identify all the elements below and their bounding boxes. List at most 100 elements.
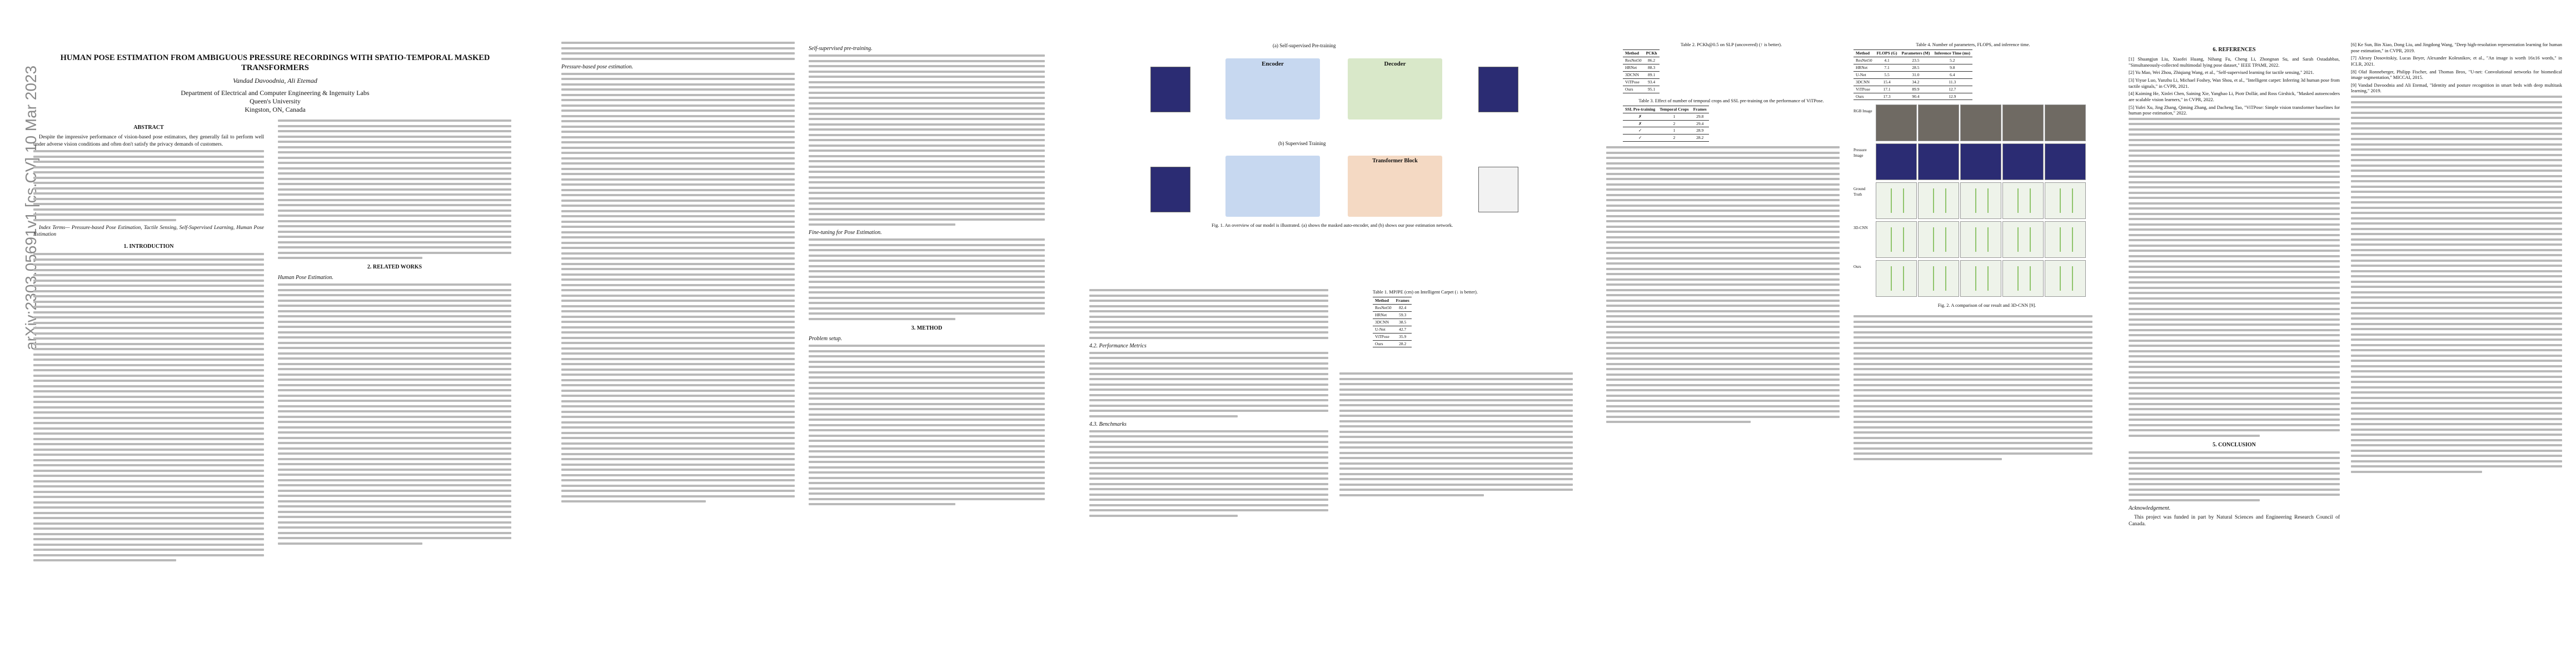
authors: Vandad Davoodnia, Ali Etemad xyxy=(233,77,317,84)
fig2-thumbnail xyxy=(1960,104,2001,142)
pbhpe-subheading: Pressure-based pose estimation. xyxy=(561,63,633,70)
pressure-input-image xyxy=(1150,67,1190,112)
table-cell: 28.9 xyxy=(1691,127,1709,135)
fig2-thumbnail xyxy=(1876,143,1917,181)
page3-left: 4.2. Performance Metrics 4.3. Benchmarks xyxy=(1089,289,1328,520)
table-cell: 42.7 xyxy=(1393,325,1412,334)
table-cell: Ours xyxy=(1373,340,1394,348)
reference-item: [6] Ke Sun, Bin Xiao, Dong Liu, and Jing… xyxy=(2351,42,2562,53)
page-1: HUMAN POSE ESTIMATION FROM AMBIGUOUS PRE… xyxy=(33,0,517,667)
perf-body xyxy=(1089,351,1328,417)
fig2-thumbnail xyxy=(2045,221,2086,258)
table3-caption: Table 3. Effect of number of temporal cr… xyxy=(1638,97,1824,103)
table-cell: Ours xyxy=(1623,85,1644,93)
table-3: Table 3. Effect of number of temporal cr… xyxy=(1623,98,1840,142)
column-right: 2. RELATED WORKS Human Pose Estimation. xyxy=(278,120,511,548)
skeleton-icon xyxy=(1933,266,1946,291)
references-more xyxy=(2129,117,2340,437)
table-cell: 5.2 xyxy=(1932,57,1973,64)
table1-head: Frames xyxy=(1393,297,1412,305)
page-5: 6. REFERENCES [1] Shuangjun Liu, Xiaofei… xyxy=(2129,0,2568,667)
table-cell: ResNet50 xyxy=(1373,304,1394,312)
fig1-label-a: (a) Self-supervised Pre-training xyxy=(1273,43,1336,48)
fig2-thumbnail xyxy=(1918,104,1959,142)
table-cell: HRNet xyxy=(1853,64,1875,72)
table-cell: ✗ xyxy=(1623,112,1658,121)
table3-head: SSL Pre-training xyxy=(1623,105,1658,113)
table-2: Table 2. PCKh@0.5 on SLP (uncovered) (↑ … xyxy=(1623,42,1840,93)
fig2-thumbnail xyxy=(1960,221,2001,258)
skeleton-icon xyxy=(2017,227,2031,252)
fig2-thumbnail xyxy=(2045,143,2086,181)
page-2: Pressure-based pose estimation. Self-sup… xyxy=(561,0,1050,667)
table2-caption: Table 2. PCKh@0.5 on SLP (uncovered) (↑ … xyxy=(1680,42,1782,47)
fig1-caption: Fig. 1. An overview of our model is illu… xyxy=(1212,222,1453,228)
fig2-thumbnail xyxy=(1876,182,1917,220)
fig2-row-label: Ours xyxy=(1853,265,1861,270)
fig2-thumbnail xyxy=(2002,143,2044,181)
paper-title: HUMAN POSE ESTIMATION FROM AMBIGUOUS PRE… xyxy=(60,53,490,73)
fig2-thumbnail xyxy=(1918,260,1959,297)
pose-output-image xyxy=(1478,167,1518,212)
related-body xyxy=(278,283,511,545)
skeleton-icon xyxy=(1933,188,1946,213)
ft-body xyxy=(809,238,1045,320)
table-cell: 12.9 xyxy=(1932,92,1973,101)
table1-head: Method xyxy=(1373,297,1394,305)
abstract-body xyxy=(33,150,264,221)
table-cell: ResNet50 xyxy=(1623,57,1644,64)
skeleton-icon xyxy=(1891,188,1904,213)
page4-right-body xyxy=(1853,315,2092,460)
hpe-subheading: Human Pose Estimation. xyxy=(278,275,333,281)
fig2-thumbnail xyxy=(1960,182,2001,220)
fig2-row-label: RGB Image xyxy=(1853,109,1872,114)
table-cell: 12.7 xyxy=(1932,85,1973,93)
table-cell: 5.5 xyxy=(1874,71,1900,79)
pbhpe-body xyxy=(561,72,795,503)
reference-item: [8] Olaf Ronneberger, Philipp Fischer, a… xyxy=(2351,68,2562,81)
table-cell: 28.2 xyxy=(1393,340,1412,348)
table-cell: 93.4 xyxy=(1643,78,1660,86)
table1-caption: Table 1. MPJPE (cm) on Intelligent Carpe… xyxy=(1373,289,1478,295)
transformer-block: Transformer Block xyxy=(1348,156,1442,217)
table3-head: Frames xyxy=(1691,105,1709,113)
reference-item: [3] Yiyue Luo, Yunzhu Li, Michael Foshey… xyxy=(2129,77,2340,89)
page3-right: Table 1. MPJPE (cm) on Intelligent Carpe… xyxy=(1339,289,1573,500)
table-cell: HRNet xyxy=(1373,311,1394,319)
table-cell: ViTPose xyxy=(1853,85,1875,93)
fig2-thumbnail xyxy=(2002,221,2044,258)
table-cell: ✓ xyxy=(1623,127,1658,135)
method-heading: 3. METHOD xyxy=(911,325,943,331)
fig2-thumbnail xyxy=(1918,143,1959,181)
table-cell: ✓ xyxy=(1623,134,1658,142)
table-cell: ViTPose xyxy=(1373,332,1394,341)
fig2-thumbnail xyxy=(1876,104,1917,142)
table-cell: HRNet xyxy=(1623,64,1644,72)
table-cell: 1 xyxy=(1657,112,1691,121)
table-cell: 89.9 xyxy=(1899,85,1932,93)
fig2-thumbnail xyxy=(2045,182,2086,220)
table-cell: 3DCNN xyxy=(1373,318,1394,326)
column-left: ABSTRACT Despite the impressive performa… xyxy=(33,120,264,565)
table-cell: 1 xyxy=(1657,127,1691,135)
intro-body xyxy=(33,253,264,561)
table-cell: ResNet50 xyxy=(1853,57,1875,64)
fig2-thumbnail xyxy=(1918,221,1959,258)
reference-item: [7] Alexey Dosovitskiy, Lucas Beyer, Ale… xyxy=(2351,55,2562,67)
fig2-thumbnail xyxy=(1876,221,1917,258)
table4-head: FLOPS (G) xyxy=(1874,49,1900,58)
reconstructed-image xyxy=(1478,67,1518,112)
table-cell: 59.3 xyxy=(1393,311,1412,319)
page-4: Table 2. PCKh@0.5 on SLP (uncovered) (↑ … xyxy=(1606,0,2101,667)
table-cell: 82.4 xyxy=(1393,304,1412,312)
